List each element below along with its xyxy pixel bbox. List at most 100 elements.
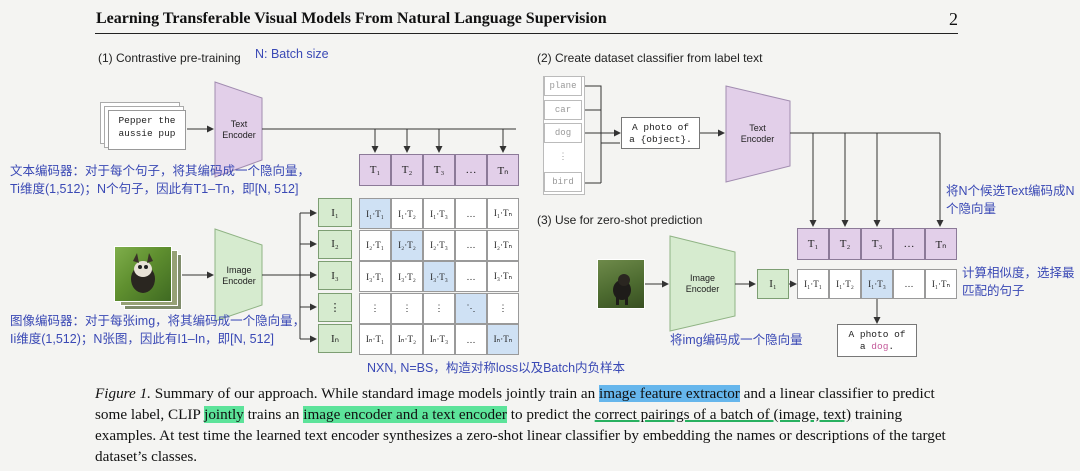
- prediction-line-1: A photo of: [848, 329, 906, 340]
- image-embedding-cell: I₂: [318, 229, 352, 259]
- similarity-cell: I₁·T₁: [359, 198, 391, 229]
- similarity-cell: I₃·T₁: [359, 261, 391, 292]
- text-encoder-word-2: Encoder: [222, 130, 256, 140]
- similarity-cell: Iₙ·T₃: [423, 324, 455, 355]
- note-text-candidates-line-2: 个隐向量: [946, 202, 997, 216]
- batch-size-note: N: Batch size: [255, 47, 329, 61]
- similarity-cell: …: [455, 324, 487, 355]
- caption-highlight-encoders: image encoder and a text encoder: [303, 406, 507, 423]
- dog-photo: [114, 246, 172, 302]
- note-image-encoder-line-2: Ii维度(1,512)；N张图，因此有I1–In，即[N, 512]: [10, 332, 274, 346]
- zero-shot-score-cell: I₁·T₁: [797, 269, 829, 299]
- text-embedding-cell: T₁: [359, 154, 391, 186]
- class-label: bird: [544, 172, 582, 192]
- caption-highlight-jointly: jointly: [204, 406, 244, 423]
- class-label: car: [544, 100, 582, 120]
- similarity-cell: I₃·T₃: [423, 261, 455, 292]
- caption-part-3: trains an: [243, 406, 304, 423]
- similarity-cell: I₃·Tₙ: [487, 261, 519, 292]
- zero-shot-image-embedding: I₁: [757, 269, 789, 299]
- text-input-line-2: aussie pup: [118, 128, 176, 139]
- panel3-title: (3) Use for zero-shot prediction: [537, 213, 703, 227]
- note-text-encoder-line-2: Ti维度(1,512)；N个句子，因此有T1–Tn，即[N, 512]: [10, 182, 299, 196]
- zero-shot-text-embedding: …: [893, 228, 925, 260]
- header-rule: [95, 33, 958, 34]
- similarity-cell: …: [455, 229, 487, 261]
- note-loss: NXN, N=BS，构造对称loss以及Batch内负样本: [367, 361, 626, 375]
- text-encoder-shape-1: [214, 81, 263, 178]
- similarity-cell: I₂·Tₙ: [487, 229, 519, 261]
- prompt-line-2: a {object}.: [629, 134, 692, 145]
- text-encoder-2-word-1: Text: [749, 123, 766, 133]
- similarity-cell: I₁·T₂: [391, 198, 423, 229]
- prompt-line-1: A photo of: [631, 122, 689, 133]
- paper-running-title: Learning Transferable Visual Models From…: [96, 10, 607, 27]
- caption-underline-pairings: correct pairings of a batch of (image, t…: [594, 406, 852, 423]
- image-encoder-shape-2: [669, 235, 736, 332]
- prediction-suffix: .: [888, 341, 895, 352]
- similarity-cell: …: [455, 198, 487, 229]
- caption-highlight-feature-extractor: image feature extractor: [599, 385, 740, 402]
- image-encoder-2-word-2: Encoder: [685, 284, 720, 294]
- note-similarity-line-1: 计算相似度，选择最: [962, 266, 1075, 280]
- prompt-template-box: A photo of a {object}.: [621, 117, 700, 149]
- caption-part-4: to predict the: [506, 406, 595, 423]
- caption-part-2: and a linear classifier to predict some …: [95, 385, 935, 423]
- text-encoder-label-2: Text Encoder: [735, 123, 780, 145]
- note-image-encoder-line-1: 图像编码器：对于每张img，将其编码成一个隐向量，: [10, 314, 306, 328]
- image-embedding-cell: I₃: [318, 261, 352, 290]
- note-text-candidates-line-1: 将N个候选Text编码成N: [946, 184, 1075, 198]
- similarity-cell: I₂·T₁: [359, 229, 391, 261]
- similarity-cell: Iₙ·T₁: [359, 324, 391, 355]
- image-encoder-2-word-1: Image: [689, 273, 715, 283]
- text-embedding-cell: …: [455, 154, 487, 186]
- caption-part-5: training examples. At test time the lear…: [95, 406, 946, 465]
- page-number: 2: [949, 9, 958, 29]
- zero-shot-dog-photo: [597, 259, 645, 309]
- image-encoder-label-2: Image Encoder: [680, 273, 725, 295]
- zero-shot-score-cell: I₁·T₃: [861, 269, 893, 299]
- zero-shot-text-embedding: T₃: [861, 228, 893, 260]
- text-encoder-word-1: Text: [230, 119, 248, 129]
- zero-shot-dog-glyph: [613, 274, 631, 305]
- image-embedding-cell: ⋮: [318, 292, 352, 322]
- note-text-encoder: 文本编码器：对于每个句子，将其编码成一个隐向量， Ti维度(1,512)；N个句…: [10, 162, 310, 198]
- dog-photo-glyph: [131, 253, 155, 293]
- note-similarity: 计算相似度，选择最 匹配的句子: [962, 264, 1075, 300]
- similarity-cell: ⋮: [359, 292, 391, 324]
- text-embedding-cell: Tₙ: [487, 154, 519, 186]
- similarity-cell: …: [455, 261, 487, 292]
- figure-caption: Figure 1. Summary of our approach. While…: [95, 383, 965, 467]
- class-label: dog: [544, 123, 582, 143]
- similarity-cell: ⋮: [487, 292, 519, 324]
- similarity-cell: ⋮: [423, 292, 455, 324]
- zero-shot-score-cell: I₁·T₂: [829, 269, 861, 299]
- prediction-line-2: a dog.: [838, 341, 916, 353]
- text-embedding-cell: T₂: [391, 154, 423, 186]
- text-encoder-2-word-2: Encoder: [740, 134, 775, 144]
- similarity-cell: I₂·T₃: [423, 229, 455, 261]
- text-embedding-cell: T₃: [423, 154, 455, 186]
- zero-shot-score-cell: …: [893, 269, 925, 299]
- note-image-encoder: 图像编码器：对于每张img，将其编码成一个隐向量， Ii维度(1,512)；N张…: [10, 312, 305, 348]
- panel2-title: (2) Create dataset classifier from label…: [537, 51, 763, 65]
- image-encoder-word-1: Image: [226, 265, 252, 275]
- class-label: ⋮: [558, 152, 568, 162]
- image-encoder-shape-1: [214, 228, 263, 322]
- prediction-class: dog: [871, 341, 889, 352]
- class-label: plane: [544, 76, 582, 96]
- similarity-cell: Iₙ·T₂: [391, 324, 423, 355]
- prediction-box: A photo of a dog.: [837, 324, 917, 357]
- similarity-cell: I₁·T₃: [423, 198, 455, 229]
- image-encoder-word-2: Encoder: [222, 276, 256, 286]
- similarity-cell: ⋮: [391, 292, 423, 324]
- zero-shot-text-embedding: T₂: [829, 228, 861, 260]
- similarity-cell: ⋱: [455, 292, 487, 324]
- caption-figure-label: Figure 1.: [95, 385, 151, 402]
- note-text-encoder-line-1: 文本编码器：对于每个句子，将其编码成一个隐向量，: [10, 164, 311, 178]
- image-embedding-cell: I₁: [318, 198, 352, 227]
- note-text-candidates: 将N个候选Text编码成N 个隐向量: [946, 182, 1074, 218]
- panel1-title: (1) Contrastive pre-training: [98, 51, 241, 65]
- image-embedding-cell: Iₙ: [318, 324, 352, 353]
